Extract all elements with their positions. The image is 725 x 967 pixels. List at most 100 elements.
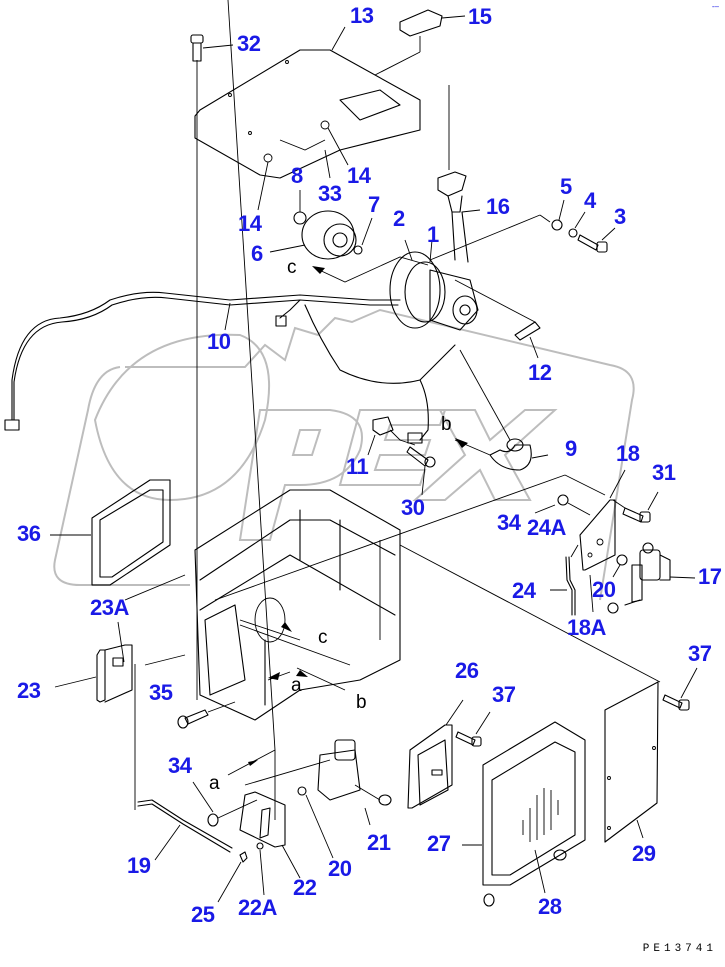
callout-26[interactable]: 26 <box>455 658 479 683</box>
filter-frame-36 <box>50 479 171 586</box>
washer-7 <box>353 245 363 255</box>
callout-11[interactable]: 11 <box>346 454 369 479</box>
arrow-a-case <box>268 672 280 680</box>
relay-11 <box>367 416 416 456</box>
callout-24[interactable]: 24 <box>512 578 536 603</box>
ref-letter-b-mid: b <box>441 414 452 435</box>
nut-8 <box>293 211 307 225</box>
callout-14-right[interactable]: 14 <box>347 163 371 188</box>
callout-23A[interactable]: 23A <box>90 595 129 620</box>
callout-3[interactable]: 3 <box>614 204 626 229</box>
ref-letter-c-case: c <box>318 627 328 648</box>
callout-9[interactable]: 9 <box>565 436 577 461</box>
rod-24 <box>550 544 579 616</box>
screw-24A <box>534 494 591 516</box>
valve-17 <box>607 542 696 614</box>
callout-33[interactable]: 33 <box>318 181 342 206</box>
ref-letter-a-bottom: a <box>209 773 220 794</box>
rod-19 <box>137 799 233 861</box>
callout-36[interactable]: 36 <box>17 521 41 546</box>
clip-25 <box>217 851 248 903</box>
callout-34-upper[interactable]: 34 <box>497 510 521 535</box>
callout-10[interactable]: 10 <box>207 329 231 354</box>
ref-letter-b-case: b <box>356 692 367 713</box>
evaporator-frame-27 <box>462 721 586 907</box>
leader-14a <box>257 161 269 211</box>
bracket-18 <box>579 469 626 571</box>
core-28 <box>522 788 559 894</box>
callout-15[interactable]: 15 <box>468 4 492 29</box>
cover-plate-29 <box>604 681 659 843</box>
link-plate-22 <box>239 791 301 879</box>
callout-28[interactable]: 28 <box>538 894 562 919</box>
duct-9 <box>454 349 549 471</box>
corner-mark: -– <box>711 2 719 11</box>
callout-22A[interactable]: 22A <box>238 895 277 920</box>
callout-19[interactable]: 19 <box>127 853 151 878</box>
callout-14-left[interactable]: 14 <box>238 211 262 236</box>
callout-24A[interactable]: 24A <box>527 515 566 540</box>
callout-2[interactable]: 2 <box>393 206 405 231</box>
wire-harness-10 <box>4 291 456 444</box>
bolt-37-left <box>455 711 491 747</box>
callout-29[interactable]: 29 <box>632 841 656 866</box>
bolt-31 <box>612 491 659 523</box>
callout-22[interactable]: 22 <box>293 875 317 900</box>
callout-20-upper[interactable]: 20 <box>592 577 616 602</box>
bolt-37-right <box>662 667 698 711</box>
leader-33 <box>324 149 331 179</box>
arrow-b-case <box>296 670 308 677</box>
callout-6[interactable]: 6 <box>251 241 263 266</box>
washer-4 <box>568 228 578 238</box>
clip-12 <box>454 279 541 359</box>
servo-motor-21 <box>244 739 392 826</box>
callout-13[interactable]: 13 <box>350 3 374 28</box>
lever-23 <box>54 574 186 703</box>
pin-22A <box>256 842 265 896</box>
arrow-a-bottom <box>227 0 276 820</box>
callout-31[interactable]: 31 <box>652 460 676 485</box>
leader-18A <box>589 574 594 613</box>
ref-letter-c-top: c <box>287 257 297 278</box>
callout-12[interactable]: 12 <box>528 360 552 385</box>
washer-5 <box>551 219 563 231</box>
callout-37-left[interactable]: 37 <box>492 682 516 707</box>
callout-4[interactable]: 4 <box>584 188 596 213</box>
diagonal-line-2 <box>399 544 661 683</box>
callout-27[interactable]: 27 <box>427 831 451 856</box>
callout-7[interactable]: 7 <box>368 192 380 217</box>
callout-25[interactable]: 25 <box>191 902 215 927</box>
bolt-35 <box>177 701 236 729</box>
callout-18[interactable]: 18 <box>616 441 640 466</box>
callout-16[interactable]: 16 <box>486 194 510 219</box>
diagonal-line-1 <box>214 474 566 601</box>
callout-32[interactable]: 32 <box>237 31 261 56</box>
drawing-code: PE13741 <box>642 943 717 955</box>
callout-34-lower[interactable]: 34 <box>168 753 192 778</box>
ref-letter-a-case: a <box>291 675 302 696</box>
callout-1[interactable]: 1 <box>427 222 439 247</box>
bolt-34-lower <box>192 781 258 827</box>
bolt-32 <box>190 34 234 62</box>
callout-17[interactable]: 17 <box>698 564 722 589</box>
callout-21[interactable]: 21 <box>367 830 391 855</box>
watermark-outline <box>53 308 635 601</box>
nut-20-upper <box>612 554 628 578</box>
pad-15 <box>374 9 466 76</box>
nut-20-lower <box>297 786 334 859</box>
callout-30[interactable]: 30 <box>401 495 425 520</box>
blower-motor-1 <box>389 239 479 331</box>
callout-37-right[interactable]: 37 <box>688 641 712 666</box>
screw-30 <box>406 446 436 496</box>
callout-18A[interactable]: 18A <box>567 615 606 640</box>
callout-5[interactable]: 5 <box>560 174 572 199</box>
leader-14b <box>327 127 349 166</box>
callout-20-lower[interactable]: 20 <box>328 856 352 881</box>
callout-35[interactable]: 35 <box>149 680 173 705</box>
callout-8[interactable]: 8 <box>291 163 303 188</box>
callout-23[interactable]: 23 <box>17 678 41 703</box>
controller-26 <box>407 699 464 809</box>
